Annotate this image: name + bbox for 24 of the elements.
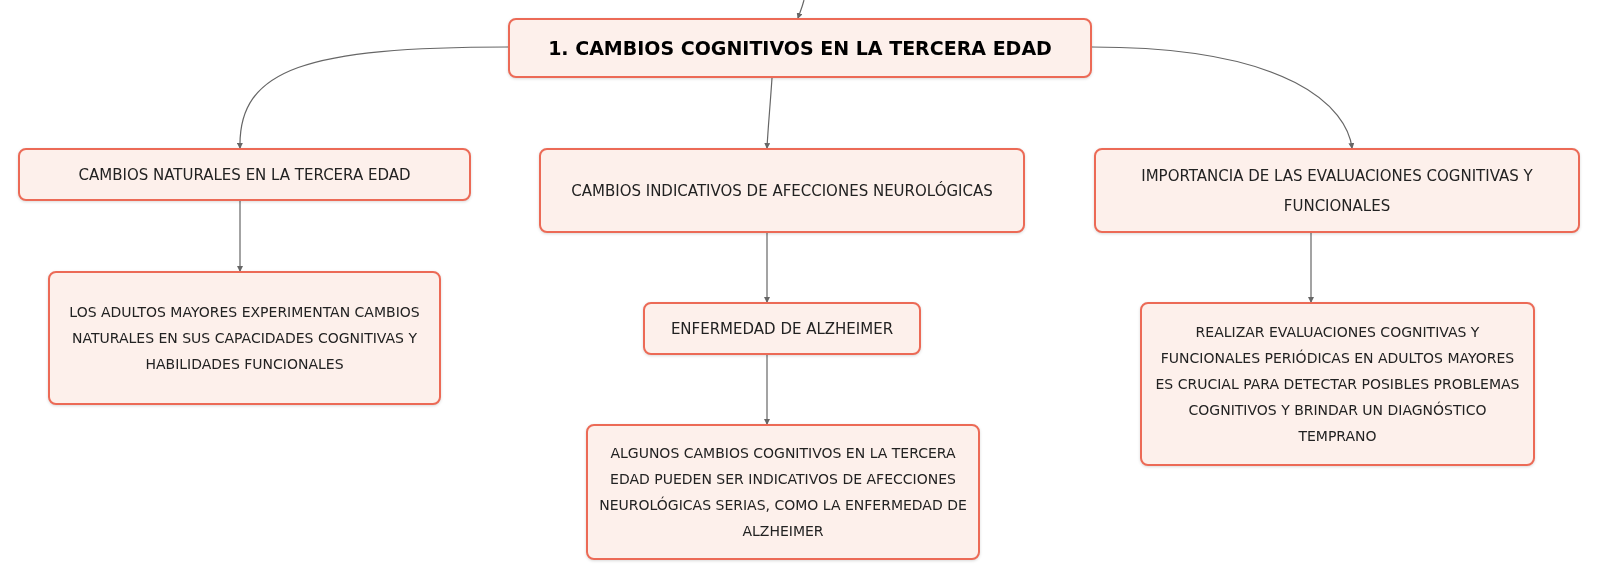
subtopic-box [1094,148,1580,233]
node-text: REALIZAR EVALUACIONES COGNITIVAS Y FUNCIONALES PERIÓDICAS EN ADULTOS MAYORES ES CRUCIAL PARA DETECTAR POSIBLES PROBLEMAS COGNITIVOS Y BRINDAR UN DIAGNÓSTICO TEMPRANO [1154,323,1521,446]
subtopic-box [18,148,471,201]
subtopic-box [643,302,921,355]
detail-box [1140,302,1535,466]
connector-arrow [1308,232,1314,303]
node-text: 1. CAMBIOS COGNITIVOS EN LA TERCERA EDAD [548,36,1052,60]
connector-arrow [764,354,770,425]
connector-arrow [237,200,243,272]
connector-arrow [764,77,773,149]
topic-box [508,18,1092,78]
connector-arrow [764,232,770,303]
subtopic-box [539,148,1025,233]
connector-arrow [796,0,805,19]
node-text: ALGUNOS CAMBIOS COGNITIVOS EN LA TERCERA EDAD PUEDEN SER INDICATIVOS DE AFECCIONES NEUROLÓGICAS SERIAS, COMO LA ENFERMEDAD DE ALZHEIMER [598,444,968,541]
node-text: LOS ADULTOS MAYORES EXPERIMENTAN CAMBIOS NATURALES EN SUS CAPACIDADES COGNITIVAS Y HABILIDADES FUNCIONALES [68,303,421,374]
detail-box [586,424,980,560]
connector-arrow [237,46,509,149]
node-text: IMPORTANCIA DE LAS EVALUACIONES COGNITIVAS Y FUNCIONALES [1140,165,1534,217]
node-text: ENFERMEDAD DE ALZHEIMER [670,318,894,340]
connector-arrow [1091,46,1354,149]
detail-box [48,271,441,405]
node-text: CAMBIOS NATURALES EN LA TERCERA EDAD [78,164,411,186]
node-text: CAMBIOS INDICATIVOS DE AFECCIONES NEUROLÓGICAS [571,180,993,202]
